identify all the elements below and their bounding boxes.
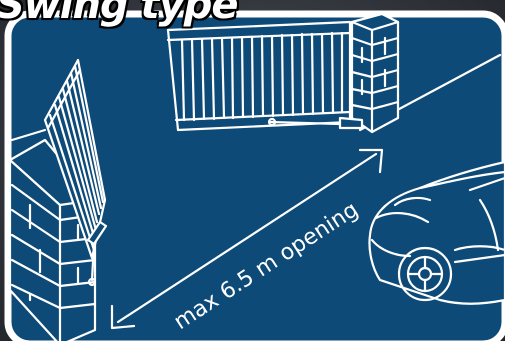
right-pillar bbox=[352, 14, 398, 132]
right-swing-gate-icon bbox=[168, 22, 362, 130]
page-title: Swing type bbox=[0, 0, 237, 28]
